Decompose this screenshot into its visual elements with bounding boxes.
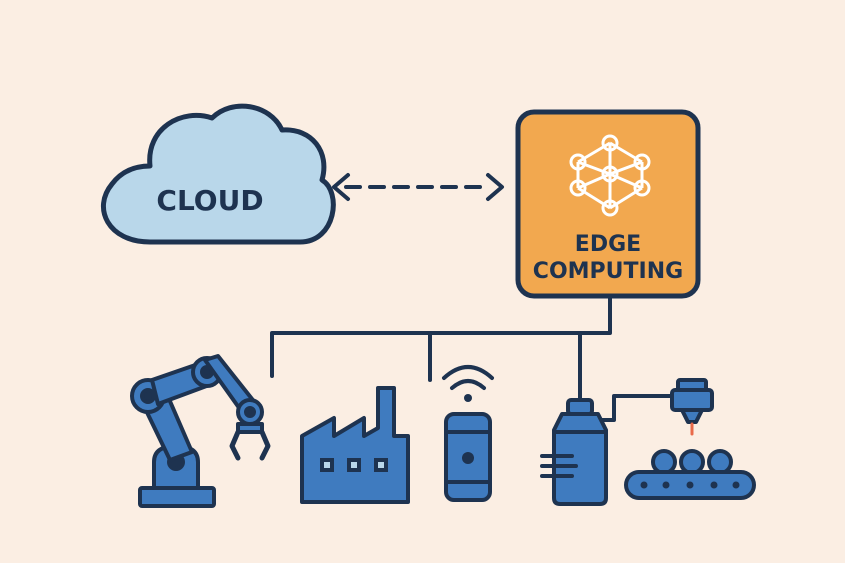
- cloud-icon: [100, 103, 336, 245]
- edge-label-line1: EDGE: [575, 232, 641, 257]
- robot-arm-icon: [130, 354, 271, 508]
- connection-lines: [270, 294, 674, 422]
- wireless-sensor-icon: [442, 365, 494, 502]
- cloud-label: CLOUD: [156, 184, 263, 217]
- bidirectional-arrow-icon: [332, 173, 504, 201]
- neural-network-icon: [569, 134, 651, 217]
- cloud-node: CLOUD: [100, 103, 336, 245]
- factory-icon: [300, 386, 410, 504]
- industrial-gas-tank-icon: [540, 398, 608, 506]
- conveyor-belt-icon: [624, 378, 756, 500]
- edge-label-line2: COMPUTING: [533, 259, 683, 284]
- edge-computing-node: EDGE COMPUTING: [515, 109, 701, 299]
